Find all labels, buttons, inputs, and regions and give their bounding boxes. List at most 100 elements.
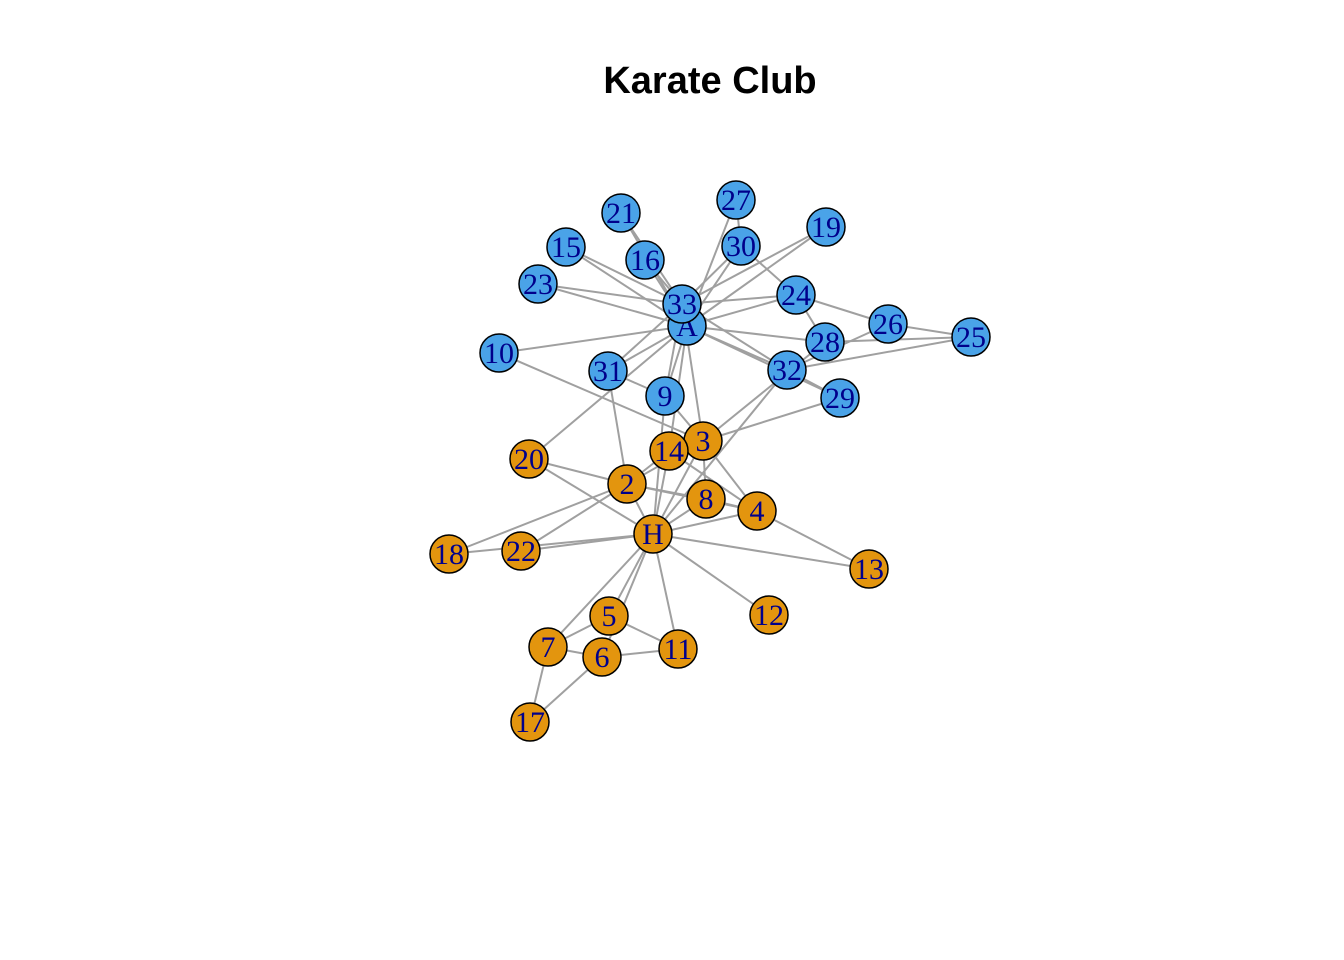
node-24: 24 — [776, 275, 816, 315]
edge-23-33 — [537, 283, 683, 305]
node-circle-18 — [429, 534, 469, 574]
node-circle-20 — [509, 439, 549, 479]
node-23: 23 — [518, 264, 558, 304]
node-29: 29 — [820, 378, 860, 418]
edge-H-7 — [547, 533, 654, 648]
node-circle-30 — [721, 226, 761, 266]
node-18: 18 — [429, 534, 469, 574]
node-circle-19 — [806, 207, 846, 247]
node-circle-9 — [645, 376, 685, 416]
node-circle-27 — [716, 180, 756, 220]
edge-19-33 — [681, 226, 827, 305]
node-label-24: 24 — [781, 279, 811, 312]
node-circle-13 — [849, 549, 889, 589]
node-26: 26 — [868, 304, 908, 344]
node-4: 4 — [737, 491, 777, 531]
node-circle-32 — [767, 350, 807, 390]
node-circle-29 — [820, 378, 860, 418]
node-label-33: 33 — [667, 288, 697, 321]
node-circle-7 — [528, 627, 568, 667]
node-circle-14 — [649, 431, 689, 471]
node-circle-21 — [601, 193, 641, 233]
node-label-8: 8 — [699, 483, 714, 516]
node-label-25: 25 — [956, 321, 986, 354]
node-3: 3 — [683, 421, 723, 461]
node-circle-11 — [658, 629, 698, 669]
edge-3-28 — [702, 341, 826, 442]
node-label-3: 3 — [696, 425, 711, 458]
node-2: 2 — [607, 464, 647, 504]
node-label-32: 32 — [772, 354, 802, 387]
node-28: 28 — [805, 322, 845, 362]
edge-4-13 — [756, 510, 870, 570]
node-14: 14 — [649, 431, 689, 471]
node-5: 5 — [589, 596, 629, 636]
node-label-26: 26 — [873, 308, 903, 341]
node-circle-6 — [582, 637, 622, 677]
node-17: 17 — [510, 702, 550, 742]
node-label-22: 22 — [506, 535, 536, 568]
edge-23-A — [537, 283, 688, 327]
node-circle-12 — [749, 595, 789, 635]
node-27: 27 — [716, 180, 756, 220]
node-label-27: 27 — [721, 184, 751, 217]
node-13: 13 — [849, 549, 889, 589]
node-label-5: 5 — [602, 600, 617, 633]
node-label-31: 31 — [593, 355, 623, 388]
node-label-13: 13 — [854, 553, 884, 586]
node-label-7: 7 — [541, 631, 556, 664]
node-circle-16 — [625, 240, 665, 280]
node-circle-5 — [589, 596, 629, 636]
node-22: 22 — [501, 531, 541, 571]
node-circle-8 — [686, 479, 726, 519]
edge-H-20 — [528, 458, 654, 535]
edge-2-18 — [448, 483, 628, 555]
node-label-17: 17 — [515, 706, 545, 739]
node-8: 8 — [686, 479, 726, 519]
node-25: 25 — [951, 317, 991, 357]
node-10: 10 — [479, 333, 519, 373]
node-label-28: 28 — [810, 326, 840, 359]
node-circle-H — [633, 514, 673, 554]
edge-H-32 — [652, 369, 788, 535]
node-circle-23 — [518, 264, 558, 304]
node-7: 7 — [528, 627, 568, 667]
node-label-4: 4 — [750, 495, 765, 528]
node-label-29: 29 — [825, 382, 855, 415]
node-label-H: H — [642, 518, 664, 551]
node-circle-4 — [737, 491, 777, 531]
node-circle-33 — [662, 284, 702, 324]
node-12: 12 — [749, 595, 789, 635]
node-15: 15 — [546, 227, 586, 267]
edge-H-12 — [652, 533, 770, 616]
node-label-20: 20 — [514, 443, 544, 476]
node-label-30: 30 — [726, 230, 756, 263]
node-circle-31 — [588, 351, 628, 391]
node-label-18: 18 — [434, 538, 464, 571]
node-label-21: 21 — [606, 197, 636, 230]
node-circle-10 — [479, 333, 519, 373]
node-33: 33 — [662, 284, 702, 324]
node-circle-15 — [546, 227, 586, 267]
diagram-title: Karate Club — [603, 60, 816, 102]
node-30: 30 — [721, 226, 761, 266]
edge-H-6 — [601, 533, 654, 658]
node-label-9: 9 — [658, 380, 673, 413]
node-circle-26 — [868, 304, 908, 344]
node-6: 6 — [582, 637, 622, 677]
edge-2-22 — [520, 483, 628, 552]
node-16: 16 — [625, 240, 665, 280]
edge-25-32 — [786, 336, 972, 371]
edge-H-18 — [448, 533, 654, 555]
node-label-6: 6 — [595, 641, 610, 674]
node-20: 20 — [509, 439, 549, 479]
edge-28-A — [686, 325, 826, 343]
node-label-19: 19 — [811, 211, 841, 244]
node-circle-24 — [776, 275, 816, 315]
node-circle-17 — [510, 702, 550, 742]
node-label-11: 11 — [664, 633, 693, 666]
node-circle-28 — [805, 322, 845, 362]
edge-20-A — [528, 325, 688, 460]
node-11: 11 — [658, 629, 698, 669]
